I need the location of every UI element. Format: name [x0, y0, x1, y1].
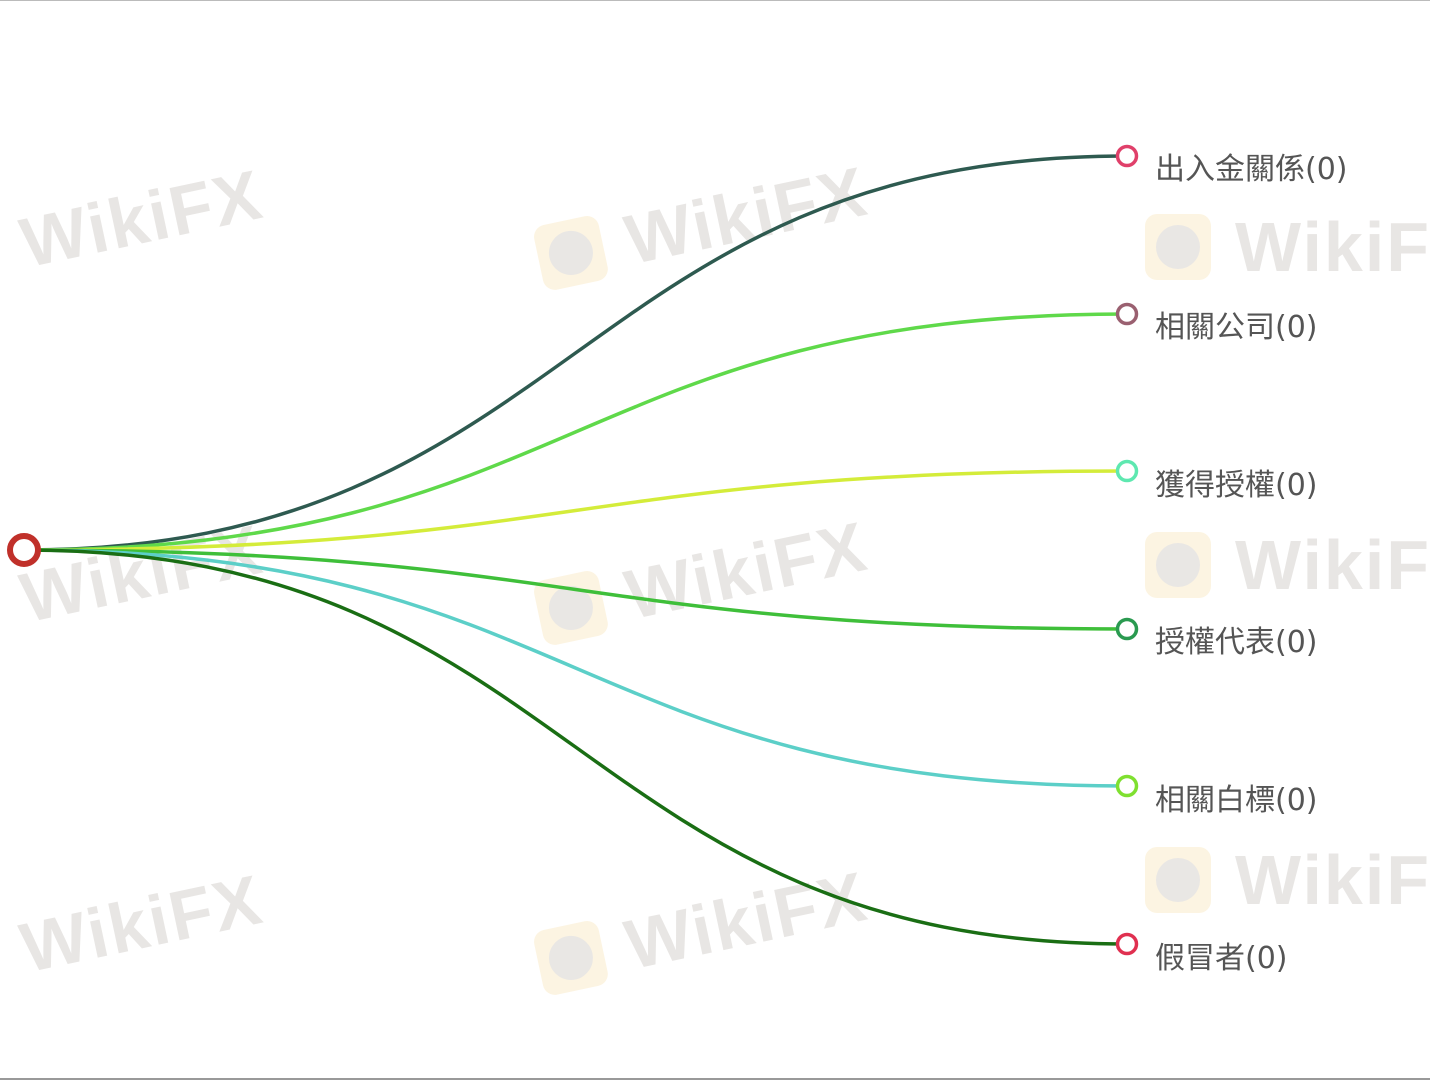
- root-node[interactable]: [7, 533, 41, 567]
- branch-label-related-companies[interactable]: 相關公司(0): [1155, 310, 1318, 345]
- branch-node[interactable]: [1115, 774, 1139, 798]
- branch-link: [23, 312, 1128, 552]
- branch-link: [23, 154, 1128, 552]
- branch-label-authorized[interactable]: 獲得授權(0): [1155, 468, 1318, 503]
- bottom-border: [0, 1078, 1430, 1080]
- branch-label-authorized-representative[interactable]: 授權代表(0): [1155, 625, 1318, 660]
- branch-link: [23, 548, 1128, 788]
- top-border: [0, 0, 1430, 1]
- branch-node[interactable]: [1115, 144, 1139, 168]
- branch-link: [23, 548, 1128, 631]
- branch-node[interactable]: [1115, 932, 1139, 956]
- branch-node[interactable]: [1115, 302, 1139, 326]
- branch-node[interactable]: [1115, 617, 1139, 641]
- branch-label-related-white-label[interactable]: 相關白標(0): [1155, 783, 1318, 818]
- branch-link: [23, 469, 1128, 552]
- branch-label-deposit-withdrawal[interactable]: 出入金關係(0): [1155, 152, 1348, 187]
- branch-node[interactable]: [1115, 459, 1139, 483]
- branch-link: [23, 548, 1128, 946]
- branch-label-impersonators[interactable]: 假冒者(0): [1155, 941, 1288, 976]
